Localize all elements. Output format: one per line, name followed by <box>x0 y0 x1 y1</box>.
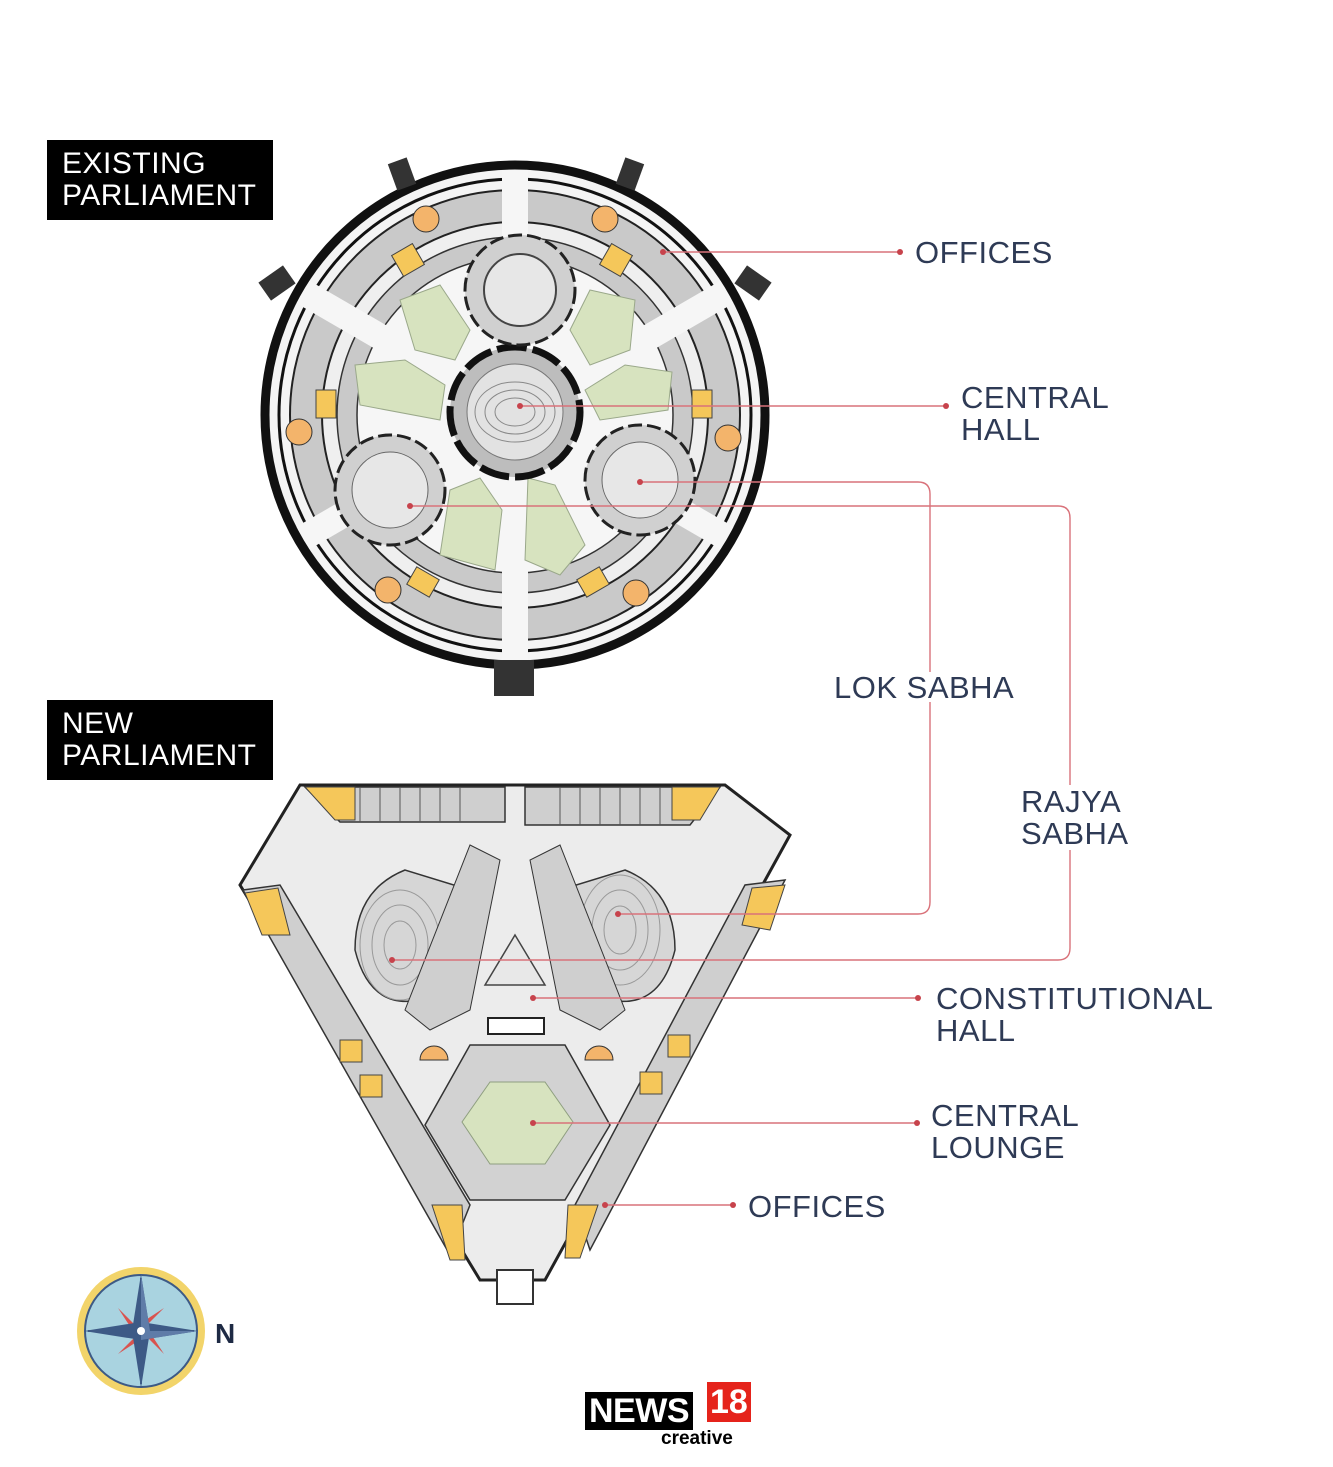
label-rajya-sabha: RAJYA SABHA <box>1021 784 1129 851</box>
existing-parliament-plan <box>258 157 772 696</box>
label-offices-top: OFFICES <box>915 235 1053 270</box>
compass-icon <box>77 1267 205 1395</box>
label-lok-sabha: LOK SABHA <box>834 670 1015 705</box>
logo-number: 18 <box>707 1382 751 1422</box>
logo-brand: NEWS <box>585 1392 693 1430</box>
label-offices-bottom: OFFICES <box>748 1189 886 1224</box>
logo-sub: creative <box>661 1428 733 1449</box>
compass-north-label: N <box>215 1318 236 1349</box>
label-constitutional-hall: CONSTITUTIONAL HALL <box>936 981 1214 1048</box>
leader-lines <box>392 251 1071 1206</box>
new-parliament-tag: NEW PARLIAMENT <box>47 700 273 780</box>
new-parliament-plan <box>238 783 792 1305</box>
leader-dots <box>389 249 949 1208</box>
news18-creative-logo: NEWS 18 creative <box>585 1382 755 1450</box>
label-central-lounge: CENTRAL LOUNGE <box>931 1098 1080 1165</box>
label-central-hall: CENTRAL HALL <box>961 380 1110 447</box>
existing-parliament-tag: EXISTING PARLIAMENT <box>47 140 273 220</box>
